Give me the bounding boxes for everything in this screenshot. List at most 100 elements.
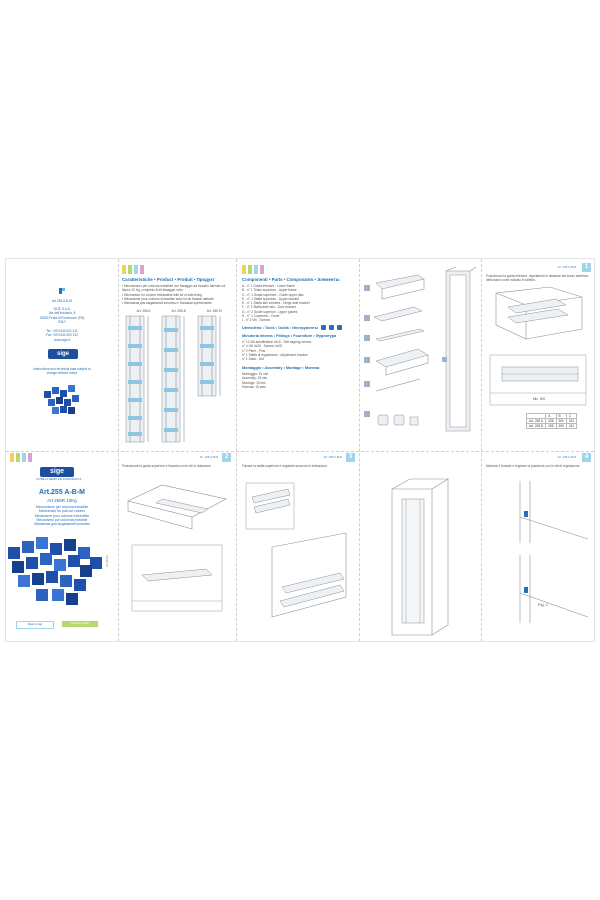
sige-mark-icon <box>59 288 65 294</box>
features-panel: Caratteristiche • Product • Produit • Пр… <box>120 265 234 449</box>
assembly-time-list: Montaggio: 15 min Assembly: 15 min Monta… <box>242 372 302 389</box>
accessories-heading: Minuteria interna • Fittings • Fournitur… <box>242 334 337 338</box>
parts-exploded-view <box>364 266 477 432</box>
column-drawing-m <box>197 315 221 397</box>
cube-cluster <box>8 537 102 605</box>
page-4-drawings <box>519 481 589 623</box>
cube-cluster <box>44 385 79 414</box>
hinge-detail-lower <box>519 555 589 623</box>
table-row: Art. 255 B 255 395 312 <box>525 423 578 429</box>
cover-descriptions: Meccanismo per colonna estraibile Mechan… <box>10 505 114 526</box>
feature-line: • Mechanism for column extractable with … <box>122 292 202 297</box>
tools-row: Utensileria • Tools • Outils • Инструмен… <box>242 325 354 331</box>
page-number: 2 <box>222 453 231 462</box>
feature-line: • Meccanismo per colonna estraibile con … <box>122 284 226 288</box>
column-label: Art. 255 M <box>206 309 222 313</box>
component-item: F - n° 1 Staffa ante lato - Door bracket <box>242 305 296 310</box>
features-text: • Meccanismo per colonna estraibile con … <box>122 284 230 305</box>
web-address: www.sige.it <box>54 337 70 342</box>
vertical-fold-line <box>236 259 237 641</box>
hinge-detail-upper <box>519 481 589 543</box>
component-item: G - n° 2 Guide superiori - Upper guides <box>242 309 298 314</box>
assembly-time: Assembly: 15 min <box>242 376 268 381</box>
quality-badge: Certified quality <box>62 621 98 627</box>
back-note: Instructions and technical data subject … <box>33 367 91 376</box>
column-label: Art. 255 B <box>171 309 186 313</box>
page-number: 3 <box>346 453 355 462</box>
article-label: Art. 255 A-B-M <box>323 455 342 459</box>
cover-title: Art.255 A-B-M <box>38 489 86 496</box>
vertical-fold-line <box>359 259 360 641</box>
component-item: E - n° 1 Staffa lato cerniera - Hinge-si… <box>242 301 310 306</box>
horizontal-fold-line <box>6 451 594 452</box>
cover-description: Механизм для выдвижной колонны <box>34 522 90 527</box>
part-frame-drawing <box>442 266 477 432</box>
accessory-line: n° 12 Viti autofilettanti 4x16 - Self-ta… <box>242 340 312 344</box>
component-item: C - n° 1 Guida superiore - Guide upper r… <box>242 292 304 297</box>
back-logo: sige <box>48 349 78 359</box>
component-item: H - n° 1 Coperchio - Cover <box>242 314 280 319</box>
feature-line: fianco 10 Kg, completo di kit fissaggio … <box>122 288 184 293</box>
address-line: ITALY <box>57 319 67 324</box>
vertical-fold-line <box>118 259 119 641</box>
components-panel: Componenti • Parts • Composants • Элемен… <box>240 265 356 449</box>
page-3-drawings <box>245 482 347 618</box>
column-labels: Art. 255 A Art. 255 B Art. 255 M <box>126 309 232 313</box>
screwdriver-icon <box>320 325 326 330</box>
page-3b-panel <box>362 453 478 639</box>
page-number: 4 <box>582 453 591 462</box>
page-3-intro: Fissare la staffa superiore e regolarla … <box>242 464 328 468</box>
page-2-plan-drawing <box>131 544 223 612</box>
color-swatches <box>122 265 144 274</box>
part-d-drawing <box>364 348 429 376</box>
assembly-time: Montaggio: 15 min <box>242 372 269 376</box>
components-list: A - n° 1 Guida inferiore - Lower frame B… <box>242 284 354 323</box>
cover-description: Mecanismo por columna extraíble <box>36 517 88 522</box>
phone-line: Tel. +39 0434 621 411 <box>46 329 78 333</box>
page-1-top-drawing <box>495 286 583 340</box>
table-cell: 312 <box>565 423 578 429</box>
component-item: A - n° 1 Guida inferiore - Lower frame <box>242 284 295 288</box>
wrench-icon <box>336 325 342 330</box>
column-drawings <box>125 315 221 443</box>
table-cell: Art. 255 B <box>525 423 547 429</box>
front-cover-panel: sige OLTRE LA SEMPLICE FUNZIONALITÀ Art.… <box>6 453 118 641</box>
features-heading: Caratteristiche • Product • Produit • Пр… <box>122 277 215 282</box>
article-label: Art. 255 A-B-M <box>557 265 576 269</box>
column-drawing-a <box>125 315 149 443</box>
brand-logo: sige <box>40 467 74 477</box>
page-2-intro: Posizionare la guida superiore e fissarl… <box>122 464 212 468</box>
tall-cabinet-drawing <box>391 478 450 636</box>
assembly-heading: Montaggio • Assembly • Montage • Монтаж <box>242 366 320 370</box>
back-phone-block: Tel. +39 0434 621 411 Fax +39 0434 620 2… <box>30 329 94 342</box>
table-row: Art. 255 A 255 390 312 <box>525 418 578 424</box>
dimension-label: Min. 300 <box>532 397 546 401</box>
assembly-time: Монтаж: 15 мин <box>242 384 266 389</box>
components-heading: Componenti • Parts • Composants • Элемен… <box>242 277 340 282</box>
dimension-table: A B C Art. 255 A 255 390 312 Art. 255 B … <box>525 413 578 429</box>
feature-line: • Механизм для выдвижной колонны с боков… <box>122 301 212 306</box>
address-line: SIGE S.p.A. <box>53 307 71 311</box>
cover-subtitle: Art.255R 10Kg <box>47 498 77 503</box>
table-cell: 255 <box>545 423 557 429</box>
part-e-drawing <box>364 378 421 392</box>
address-line: Via dell'Industria, 8 <box>48 311 76 316</box>
accessory-line: n° 1 Staffa di regolazione - Adjustment … <box>242 352 308 357</box>
made-in-italy-badge: Made in Italy <box>16 621 54 629</box>
cubes-graphic-small <box>44 385 79 414</box>
cover-description: Meccanismo per colonna estraibile <box>35 505 89 509</box>
column-label: Art. 255 A <box>136 309 151 313</box>
part-c-drawing <box>364 328 425 342</box>
figure-label: Fig. 1 <box>538 602 549 607</box>
table-cell: 395 <box>555 423 567 429</box>
page-number: 1 <box>582 263 591 272</box>
feature-line: • Mécanisme pour colonne extractible ave… <box>122 296 214 301</box>
brand-tagline: OLTRE LA SEMPLICE FUNZIONALITÀ <box>36 478 82 481</box>
vertical-fold-line <box>481 259 482 641</box>
address-line: 33080 Prata di Pordenone (PN) <box>39 315 85 320</box>
drill-icon <box>328 325 334 330</box>
page-4-panel: Art. 255 A-B-M 4 Montare il frontale e r… <box>484 453 594 639</box>
page-2-panel: Art. 255 A-B-M 2 Posizionare la guida su… <box>120 453 234 639</box>
back-cover-panel: Art.255 A-B-M SIGE S.p.A. Via dell'Indus… <box>6 259 118 451</box>
page-4-intro: Montare il frontale e regolare la posizi… <box>486 464 581 468</box>
